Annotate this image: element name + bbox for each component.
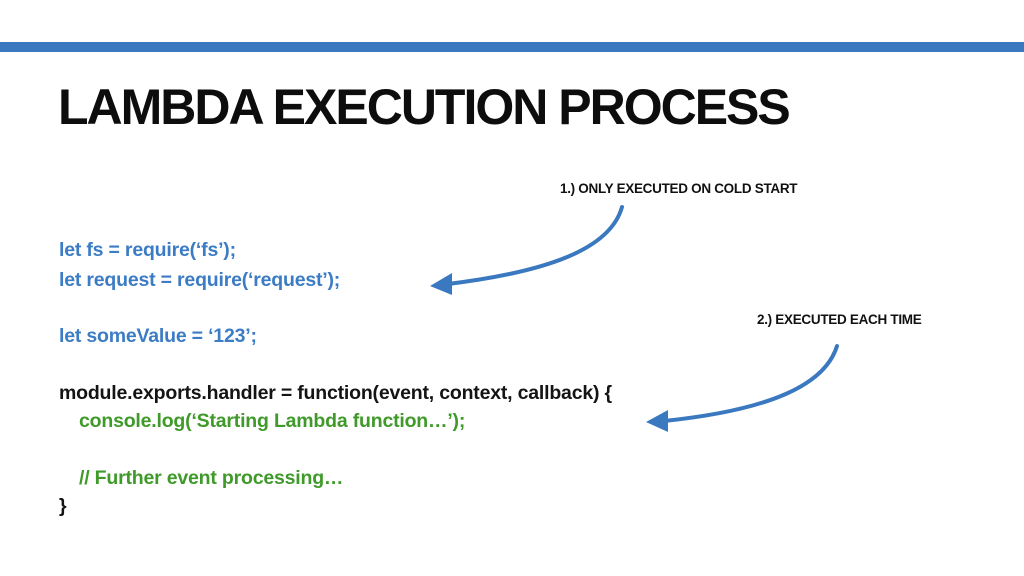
slide-title: LAMBDA EXECUTION PROCESS (58, 79, 791, 135)
cold-start-arrow-icon (430, 205, 624, 295)
code-line-console-log: console.log(‘Starting Lambda function…’)… (79, 410, 466, 432)
each-time-arrow-icon (646, 344, 839, 432)
top-accent-bar (0, 42, 1024, 52)
code-line-require-fs: let fs = require(‘fs’); (59, 239, 236, 261)
annotation-cold-start: 1.) ONLY EXECUTED ON COLD START (560, 181, 798, 196)
code-line-some-value: let someValue = ‘123’; (59, 325, 257, 347)
code-line-handler-declaration: module.exports.handler = function(event,… (59, 382, 612, 404)
annotation-each-time: 2.) EXECUTED EACH TIME (757, 312, 922, 327)
code-line-comment: // Further event processing… (79, 467, 344, 489)
code-line-require-request: let request = require(‘request’); (59, 269, 341, 291)
code-line-closing-brace: } (59, 495, 67, 517)
